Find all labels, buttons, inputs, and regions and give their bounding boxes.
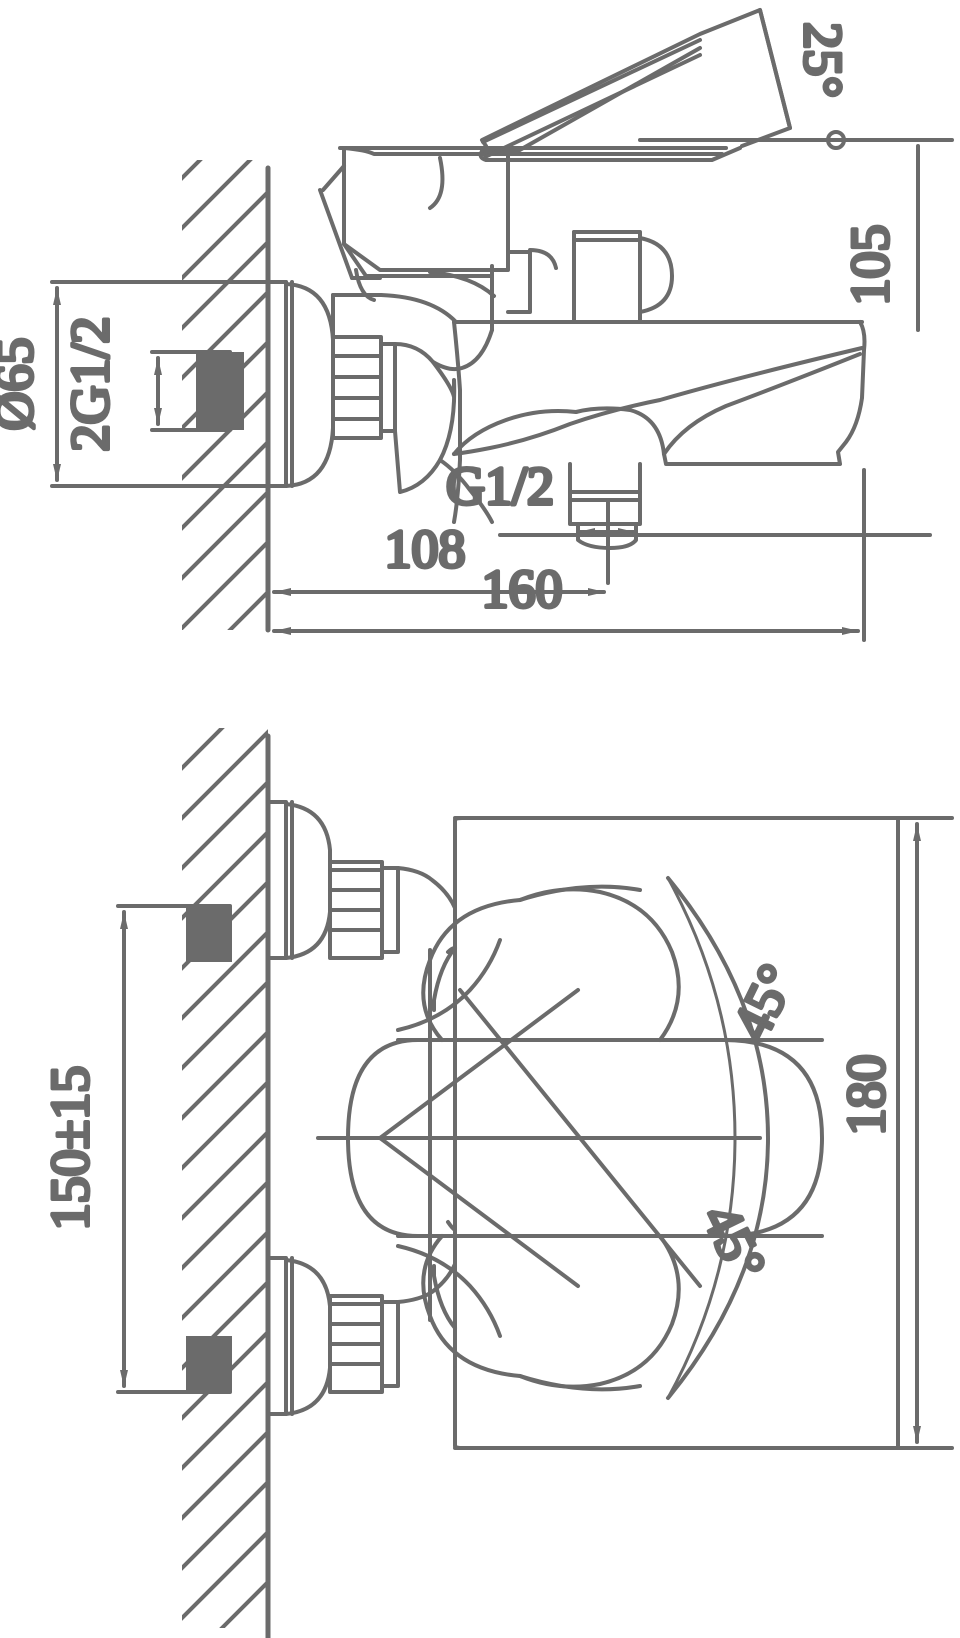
dim-150-label: 150±15 [40,1066,100,1231]
dim-length-108: 108 [266,493,606,602]
dim-2g12-label: 2G1/2 [60,317,120,452]
dim-width-180: 180 [834,816,954,1450]
dim-thread-2g12: 2G1/2 [58,315,244,454]
dim-angle-25: 25° [638,20,954,150]
dim-dia65-label: Ø65 [0,338,44,431]
center-lines-front [316,988,762,1288]
dim-105-label: 105 [840,225,900,306]
cartridge-housing-top [318,146,728,302]
inlet-riser-top [331,264,496,339]
lower-collar-nut [328,1220,457,1394]
dim-160-label: 160 [482,559,563,619]
lower-thread-section-block [186,1336,232,1392]
handle-lobe-lower [421,1234,681,1389]
diverter-knob-top [506,230,674,324]
dim-180-label: 180 [836,1055,896,1136]
mixer-body-front [428,816,902,1450]
upper-inlet-escutcheon [268,800,332,960]
front-elevation-view: 45° 45° 150±15 180 [38,728,954,1638]
wall-hatching-bottom [182,728,268,1628]
lever-handle-top [478,8,792,162]
dim-spacing-150: 150±15 [38,904,232,1394]
spout-top [452,320,867,466]
dim-angle45-lower-label: 45° [691,1195,778,1289]
lower-inlet-escutcheon [268,1256,332,1416]
dim-g12-label: G1/2 [446,456,554,516]
handle-fillets-front [396,938,502,1338]
side-elevation-view: 25° 105 Ø65 2G1/2 G1/2 [0,8,954,642]
dim-thread-g12: G1/2 [444,454,932,585]
dim-dia-65: Ø65 [0,280,288,488]
thread-section-block-top [196,352,244,430]
handle-lobe-upper [421,887,681,1042]
dim-angle25-label: 25° [793,22,853,98]
dim-length-160: 160 [272,468,866,642]
lever-handle-front [346,1038,824,1238]
body-transition-top [393,320,494,524]
collar-nut-top [331,335,397,440]
dim-height-105: 105 [838,144,920,332]
wall-escutcheon-top [268,280,335,488]
upper-thread-section-block [186,906,232,962]
dim-108-label: 108 [385,519,466,579]
dim-angle45-upper-label: 45° [720,955,807,1049]
dim-angle-45-leaders [666,876,737,1400]
